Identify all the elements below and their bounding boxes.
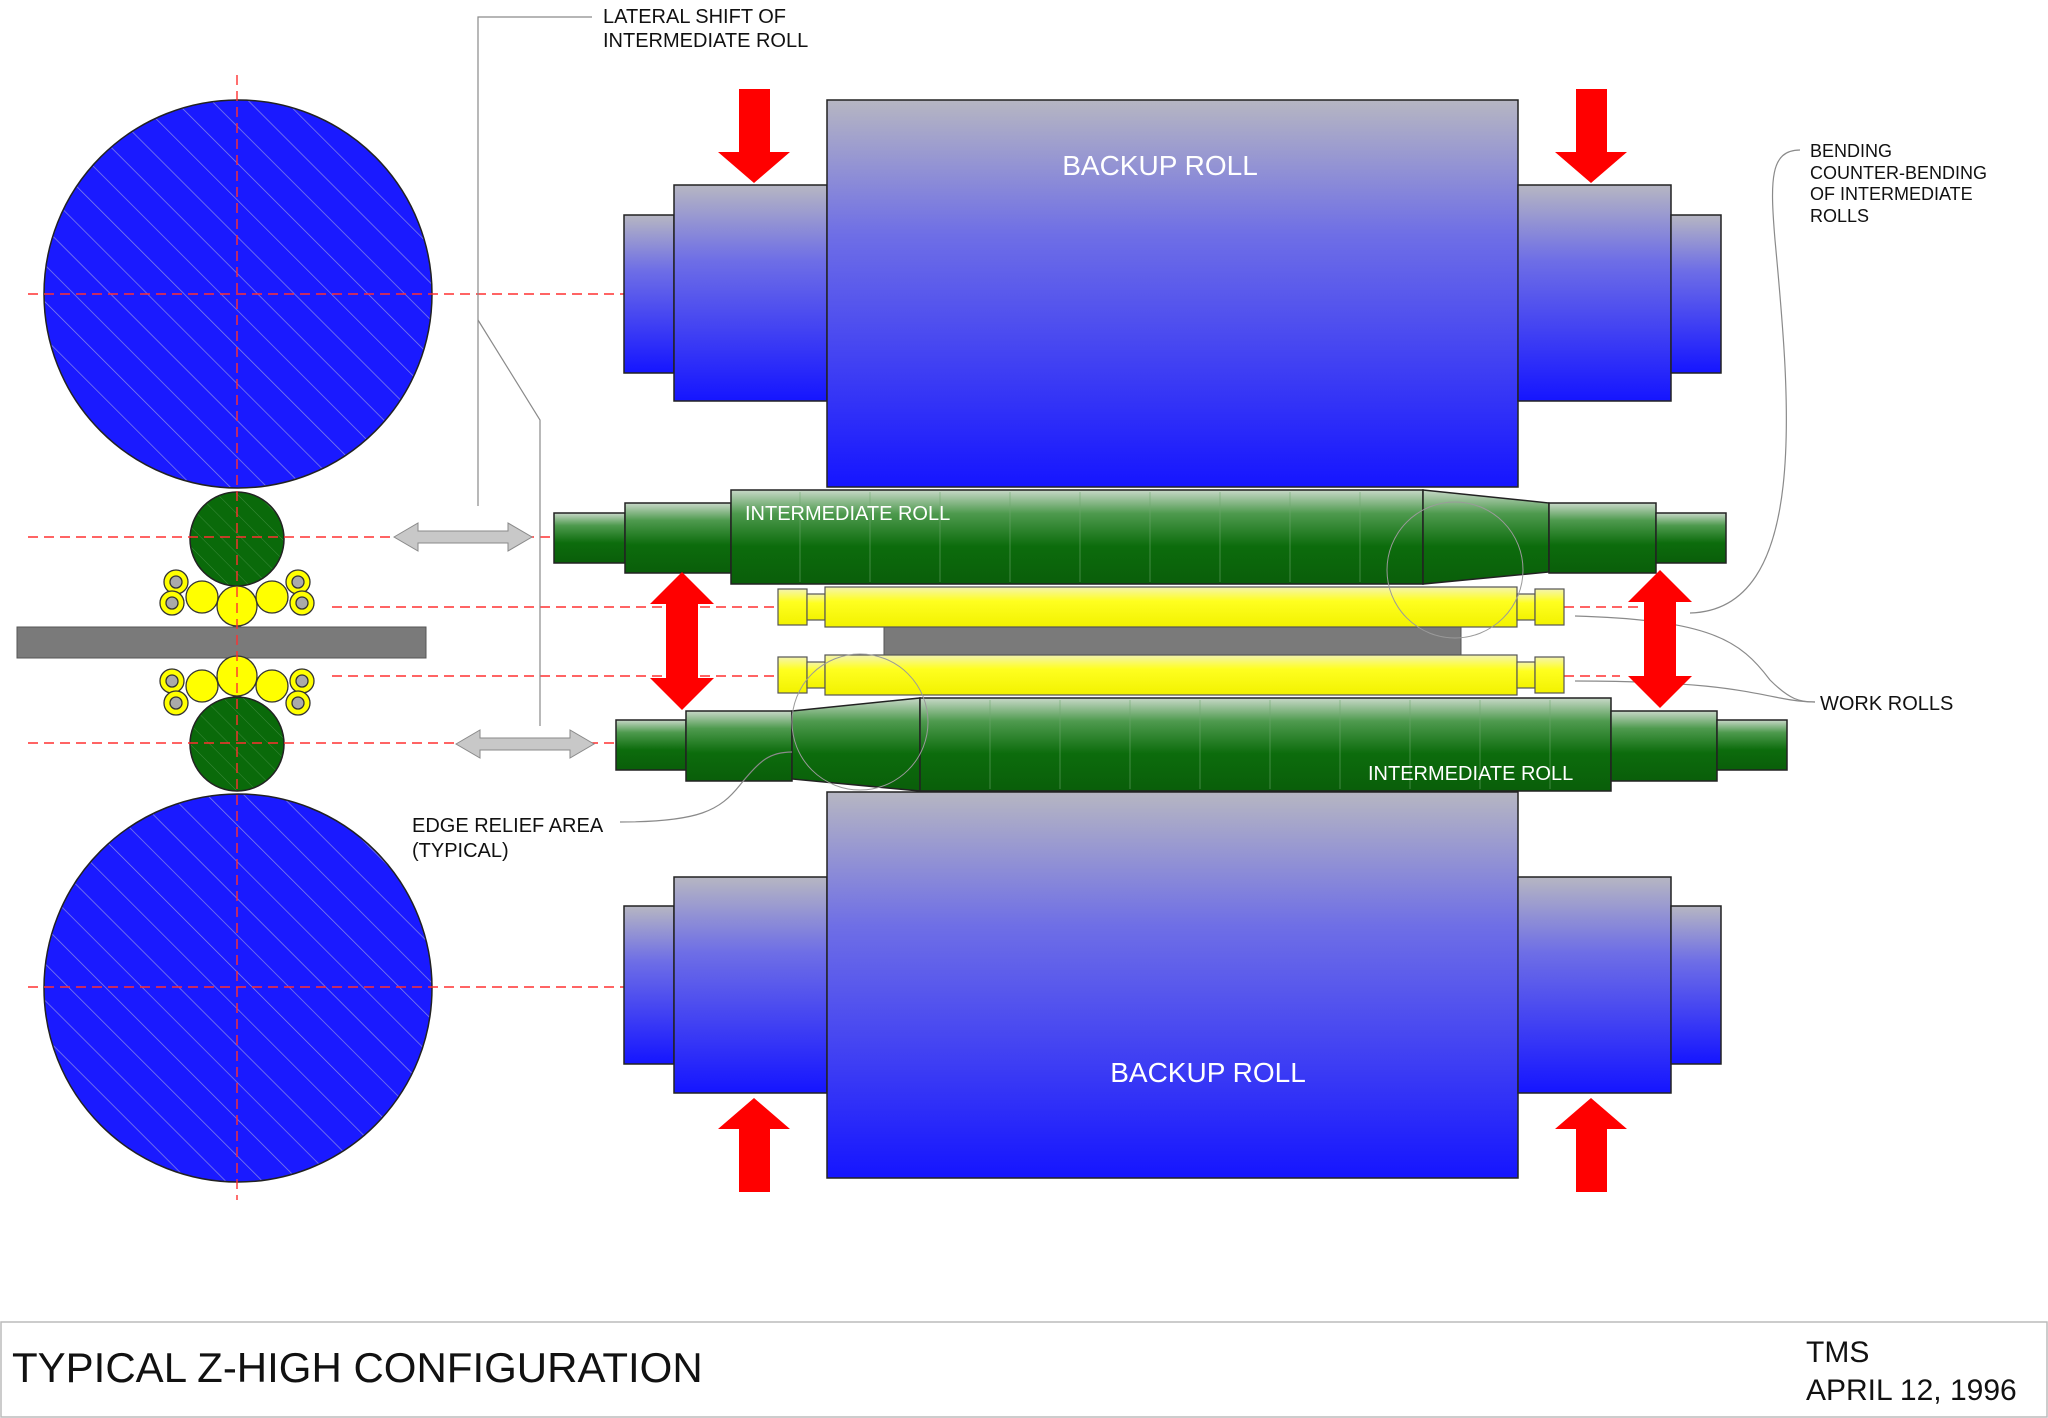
backup-roll-bottom-label: BACKUP ROLL: [1110, 1057, 1306, 1088]
work-roll-bottom: [777, 654, 1565, 696]
edge-relief-indicators: [791, 501, 1524, 791]
lateral-shift-label-line-1: LATERAL SHIFT OF: [603, 6, 786, 28]
title-block: TYPICAL Z-HIGH CONFIGURATION TMS APRIL 1…: [0, 1321, 2048, 1418]
end-view: [16, 75, 433, 1200]
lateral-shift-label-line-2: INTERMEDIATE ROLL: [603, 30, 808, 52]
backup-roll-top-label: BACKUP ROLL: [1062, 150, 1258, 181]
drawing-title: TYPICAL Z-HIGH CONFIGURATION: [12, 1344, 703, 1391]
end-view-strip: [16, 626, 427, 659]
end-view-backup-roll-bottom: [43, 793, 433, 1183]
end-view-work-rolls-upper: [159, 569, 315, 627]
intermediate-roll-bottom-label: INTERMEDIATE ROLL: [1368, 763, 1573, 785]
end-view-intermediate-roll-bottom: [189, 696, 285, 792]
intermediate-roll-top-label: INTERMEDIATE ROLL: [745, 503, 950, 525]
work-roll-top: [777, 586, 1565, 628]
edge-relief-label-line-1: EDGE RELIEF AREA: [412, 815, 604, 837]
bending-label-line-4: ROLLS: [1810, 206, 1869, 226]
bending-label-line-2: COUNTER-BENDING: [1810, 163, 1987, 183]
drawing-date: APRIL 12, 1996: [1806, 1374, 2017, 1407]
bending-label-line-3: OF INTERMEDIATE: [1810, 184, 1973, 204]
force-arrows: [718, 89, 1627, 1192]
leader-lines: [477, 16, 1816, 823]
strip-side-view: [883, 626, 1462, 659]
drawing-author: TMS: [1806, 1336, 1869, 1369]
intermediate-roll-bottom: [615, 697, 1788, 792]
lateral-shift-arrows: [393, 522, 595, 759]
bending-label-line-1: BENDING: [1810, 141, 1892, 161]
edge-relief-label-line-2: (TYPICAL): [412, 840, 509, 862]
backup-roll-bottom: [623, 791, 1722, 1179]
intermediate-roll-top: [553, 489, 1727, 585]
backup-roll-top: [623, 99, 1722, 488]
work-rolls-label: WORK ROLLS: [1820, 693, 1953, 715]
bending-arrows: [650, 570, 1692, 710]
